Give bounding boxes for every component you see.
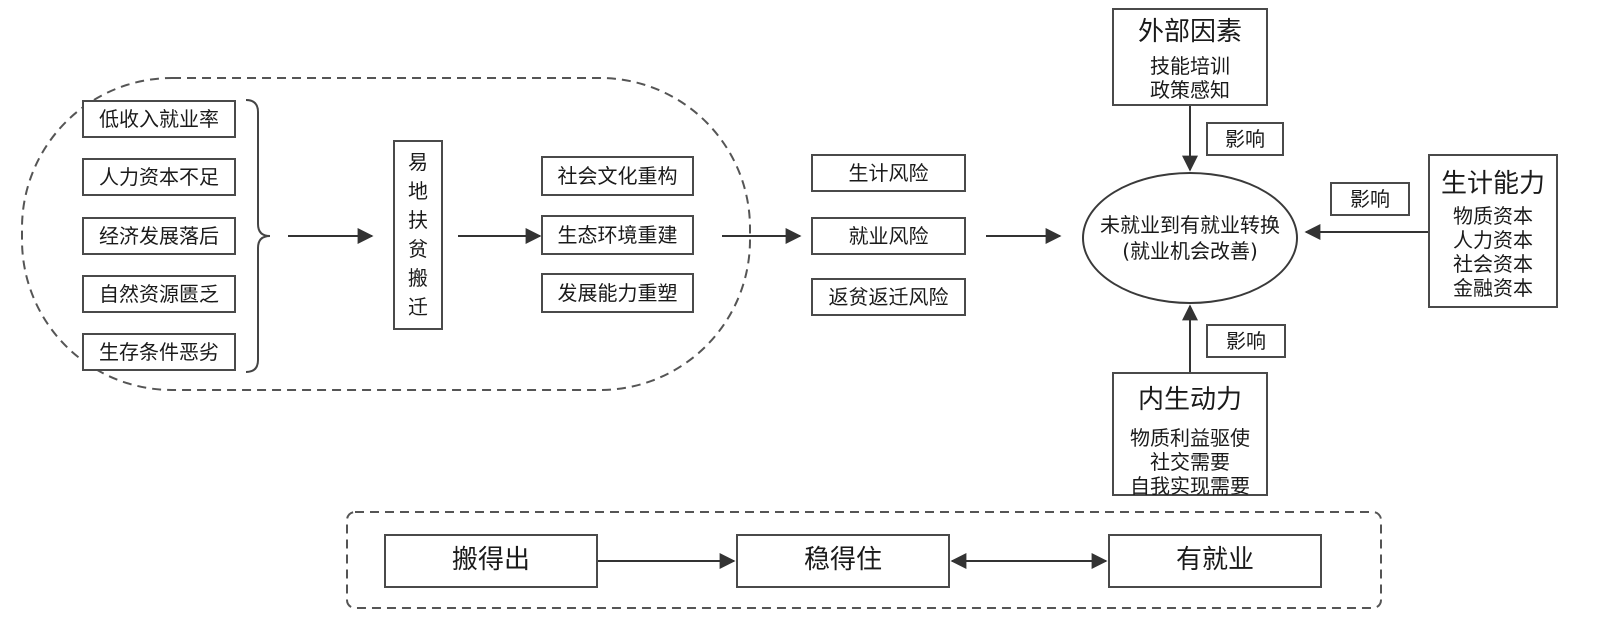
- livelihood-capital-item: 金融资本: [1453, 276, 1533, 300]
- dashed-region-left: [21, 77, 751, 391]
- reconstruct-label: 社会文化重构: [557, 163, 678, 188]
- relocation-char: 迁: [408, 295, 428, 319]
- stage-box-move-out: 搬得出: [384, 534, 598, 588]
- reconstruct-label: 发展能力重塑: [557, 280, 678, 305]
- risk-box: 返贫返迁风险: [811, 278, 966, 316]
- cause-box: 自然资源匮乏: [82, 275, 236, 313]
- outcome-line1: 未就业到有就业转换: [1100, 213, 1280, 237]
- cause-label: 经济发展落后: [99, 223, 219, 248]
- cause-label: 生存条件恶劣: [99, 339, 219, 364]
- external-factor-item: 技能培训: [1150, 54, 1230, 78]
- external-factors-box: 外部因素 技能培训 政策感知: [1112, 8, 1268, 106]
- influence-text: 影响: [1225, 126, 1265, 151]
- risk-label: 生计风险: [848, 160, 929, 185]
- stage-label: 有就业: [1175, 545, 1254, 576]
- livelihood-capacity-box: 生计能力 物质资本 人力资本 社会资本 金融资本: [1428, 154, 1558, 308]
- livelihood-capital-item: 社会资本: [1453, 252, 1533, 276]
- internal-drive-item: 物质利益驱使: [1130, 426, 1250, 450]
- reconstruct-box: 生态环境重建: [541, 215, 694, 255]
- stage-label: 稳得住: [803, 545, 882, 576]
- risk-label: 就业风险: [848, 223, 929, 248]
- outcome-line2: (就业机会改善): [1122, 239, 1258, 263]
- livelihood-capital-item: 人力资本: [1453, 228, 1533, 252]
- relocation-char: 贫: [408, 237, 428, 261]
- stage-box-stay: 稳得住: [736, 534, 950, 588]
- cause-box: 生存条件恶劣: [82, 333, 236, 371]
- internal-drive-item: 自我实现需要: [1130, 474, 1250, 498]
- influence-text: 影响: [1226, 328, 1266, 353]
- risk-box: 就业风险: [811, 217, 966, 255]
- cause-box: 人力资本不足: [82, 158, 236, 196]
- relocation-char: 地: [408, 179, 428, 203]
- brace: [245, 99, 271, 373]
- influence-label-top: 影响: [1206, 122, 1284, 156]
- stage-box-employment: 有就业: [1108, 534, 1322, 588]
- dashed-region-bottom: [346, 511, 1382, 609]
- influence-label-bottom: 影响: [1206, 324, 1286, 358]
- relocation-char: 易: [408, 150, 428, 174]
- internal-drive-box: 内生动力 物质利益驱使 社交需要 自我实现需要: [1112, 372, 1268, 498]
- reconstruct-label: 生态环境重建: [557, 222, 678, 247]
- internal-drive-item: 社交需要: [1150, 450, 1230, 474]
- external-factor-item: 政策感知: [1150, 78, 1230, 102]
- external-factors-title: 外部因素: [1137, 17, 1242, 47]
- influence-text: 影响: [1350, 186, 1390, 211]
- cause-box: 低收入就业率: [82, 100, 236, 138]
- reconstruct-box: 发展能力重塑: [541, 273, 694, 313]
- relocation-box: 易 地 扶 贫 搬 迁: [393, 140, 443, 330]
- influence-label-right: 影响: [1330, 182, 1410, 216]
- relocation-char: 扶: [408, 208, 428, 232]
- reconstruct-box: 社会文化重构: [541, 156, 694, 196]
- livelihood-capital-item: 物质资本: [1453, 204, 1533, 228]
- cause-label: 人力资本不足: [99, 164, 219, 189]
- cause-label: 低收入就业率: [99, 106, 219, 131]
- cause-box: 经济发展落后: [82, 217, 236, 255]
- stage-label: 搬得出: [451, 545, 530, 576]
- livelihood-capacity-title: 生计能力: [1440, 169, 1545, 199]
- cause-label: 自然资源匮乏: [99, 281, 219, 306]
- relocation-char: 搬: [408, 266, 428, 290]
- internal-drive-title: 内生动力: [1137, 385, 1242, 415]
- risk-box: 生计风险: [811, 154, 966, 192]
- outcome-ellipse: 未就业到有就业转换 (就业机会改善): [1082, 172, 1298, 304]
- risk-label: 返贫返迁风险: [828, 284, 949, 309]
